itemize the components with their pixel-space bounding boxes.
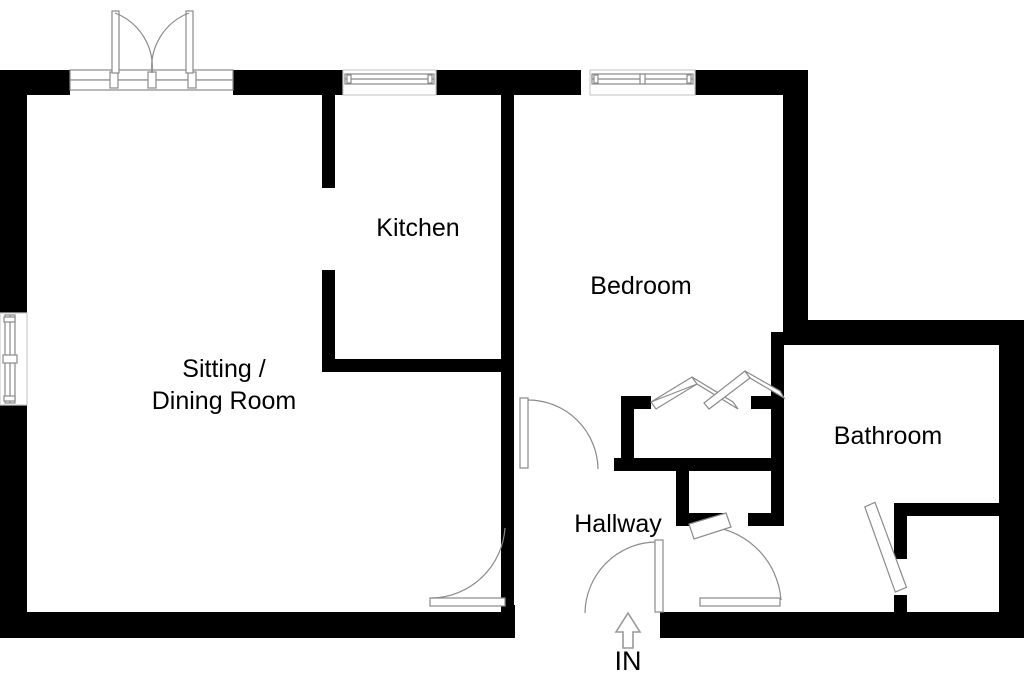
wall-hall-cupboard-west <box>676 471 689 526</box>
french-doors-top-left <box>69 10 234 91</box>
wall-cupboard-north-left <box>621 396 651 409</box>
room-label-kitchen: Kitchen <box>376 214 460 242</box>
door-bathroom-wc <box>864 501 908 593</box>
wall-bathroom-west-lower <box>771 471 784 526</box>
wall-right-bedroom <box>783 70 808 332</box>
entry-label-in: IN <box>614 646 642 676</box>
wall-bottom-right <box>676 612 1024 638</box>
wall-wc-west <box>894 503 907 559</box>
wall-hallway-west <box>501 455 514 615</box>
wall-bottom-left <box>0 612 505 638</box>
room-label-bathroom: Bathroom <box>833 422 943 450</box>
door-hall-cupboard <box>688 512 732 540</box>
door-sitting-hallway <box>519 397 599 470</box>
window-top-kitchen <box>342 69 437 96</box>
wall-wc-west-lower <box>894 595 907 613</box>
wall-left-lower <box>0 404 27 638</box>
wall-bathroom-north <box>783 320 1024 345</box>
wall-bedroom-west <box>501 70 514 472</box>
wall-left-upper <box>0 70 27 315</box>
wall-kitchen-west-lower <box>322 270 335 372</box>
bifold-cupboard-left <box>650 376 739 410</box>
room-label-bedroom: Bedroom <box>590 272 692 300</box>
up-arrow-icon <box>614 611 642 649</box>
walls-group <box>0 70 1024 638</box>
window-left-sitting <box>0 312 28 406</box>
wall-top-pier-1 <box>233 70 343 95</box>
wall-hall-cupboard-south-right <box>748 513 783 526</box>
wall-cupboard-west <box>621 396 634 470</box>
wall-wc-north <box>894 503 1024 516</box>
wall-bottom-nub <box>505 605 515 638</box>
window-top-bedroom <box>589 69 696 96</box>
door-hallway-entry <box>584 539 664 614</box>
wall-kitchen-south <box>322 359 507 372</box>
wall-right-bathroom <box>999 320 1024 612</box>
door-sitting-bottom <box>429 527 506 607</box>
room-label-sitting-dining: Sitting / Dining Room <box>151 355 297 415</box>
bifold-cupboard-right <box>703 370 786 410</box>
wall-bathroom-west <box>771 332 784 471</box>
wall-bottom-entry-pier <box>660 612 676 638</box>
wall-kitchen-west-upper <box>322 95 335 188</box>
openings-group <box>0 10 908 649</box>
wall-cupboard-south <box>614 458 783 471</box>
room-label-hallway: Hallway <box>574 510 662 538</box>
door-hallway-bathroom <box>699 525 782 607</box>
